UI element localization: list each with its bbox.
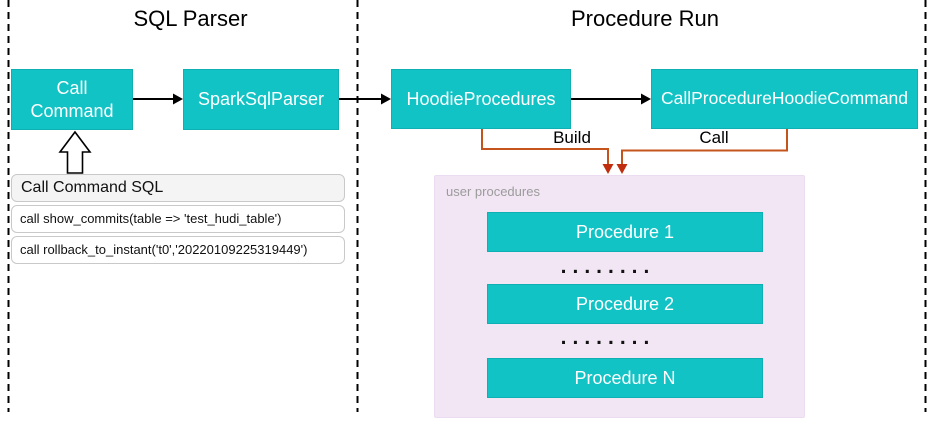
sql-row-show-commits: call show_commits(table => 'test_hudi_ta… [11, 205, 345, 233]
sql-panel-title: Call Command SQL [11, 174, 345, 202]
node-hoodieprocedures: HoodieProcedures [391, 69, 571, 129]
edge-build [481, 129, 614, 174]
arrow-sparksqlparser-to-hoodieprocedures [339, 93, 391, 105]
node-call-command: Call Command [11, 69, 133, 130]
sql-row-rollback-to-instant: call rollback_to_instant('t0','202201092… [11, 236, 345, 264]
section-title-procedure-run: Procedure Run [571, 6, 719, 31]
user-procedures-label: user procedures [446, 184, 540, 199]
arrow-hoodieprocedures-to-callprocedurehoodiecommand [571, 93, 651, 105]
ellipsis-dots: ........ [560, 255, 656, 278]
node-callprocedurehoodiecommand: CallProcedureHoodieCommand [651, 69, 918, 129]
node-sparksqlparser: SparkSqlParser [183, 69, 339, 130]
section-title-sql-parser: SQL Parser [133, 6, 248, 31]
up-arrow [58, 130, 92, 174]
user-procedures-container: user procedures Procedure 1 ........ Pro… [434, 175, 805, 418]
node-procedure-2: Procedure 2 [487, 284, 763, 324]
edge-label-build: Build [553, 128, 591, 147]
ellipsis-dots: ........ [560, 326, 656, 349]
section-divider-lines [7, 0, 927, 412]
sql-example-panel: Call Command SQL call show_commits(table… [11, 174, 345, 264]
edge-label-call: Call [699, 128, 729, 147]
node-procedure-1: Procedure 1 [487, 212, 763, 252]
node-procedure-n: Procedure N [487, 358, 763, 398]
arrow-callcommand-to-sparksqlparser [133, 93, 183, 105]
edge-call [616, 129, 788, 174]
